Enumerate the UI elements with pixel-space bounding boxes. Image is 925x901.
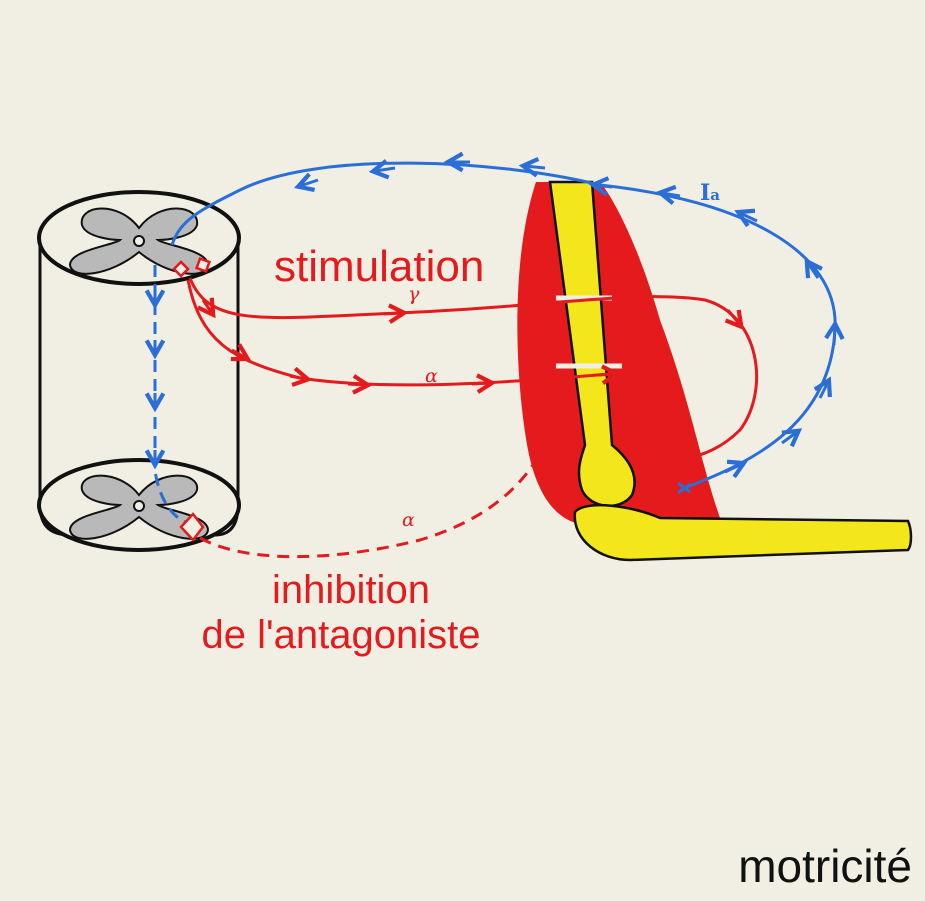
alpha-motoneuron bbox=[194, 256, 212, 274]
ia-label-main: I bbox=[700, 180, 710, 206]
alpha-upper-label: α bbox=[425, 365, 438, 387]
motor-efferents bbox=[172, 256, 759, 559]
footer-title: motricité bbox=[738, 840, 912, 892]
alpha-arrow-2 bbox=[289, 376, 306, 379]
alpha-arrow-4 bbox=[471, 383, 490, 384]
alpha-arrow-3 bbox=[347, 384, 366, 385]
antagonist-motoneuron bbox=[179, 512, 205, 542]
ia-label: Ia bbox=[700, 180, 720, 206]
ia-label-sub: a bbox=[710, 186, 720, 204]
forearm-bone bbox=[573, 503, 913, 562]
ia-afferent-arrow-6 bbox=[740, 213, 758, 221]
gamma-label: γ bbox=[408, 283, 420, 305]
ia-spindle-ending bbox=[677, 481, 691, 495]
gamma-motor-fiber bbox=[188, 277, 759, 460]
interneuron-descending-fiber bbox=[153, 265, 186, 524]
gamma-arrow-2 bbox=[383, 313, 402, 314]
ia-afferent-arrow-3 bbox=[820, 382, 828, 399]
lower-central-canal bbox=[133, 500, 145, 512]
ia-afferent-arrow-5 bbox=[808, 263, 818, 279]
ia-afferent-arrow-12 bbox=[300, 180, 319, 186]
ia-afferent-pathway bbox=[153, 161, 837, 524]
gamma-arrow-3 bbox=[728, 309, 740, 325]
antagonist-alpha-fiber bbox=[199, 461, 537, 559]
ia-afferent-arrow-1 bbox=[724, 464, 742, 472]
gamma-arrow-1 bbox=[203, 300, 212, 313]
ia-afferent-arrow-2 bbox=[781, 432, 797, 443]
alpha-arrow-1 bbox=[232, 350, 246, 358]
stimulation-label: stimulation bbox=[274, 242, 484, 291]
alpha-motor-fiber bbox=[186, 279, 611, 387]
ia-afferent-arrow-11 bbox=[375, 168, 396, 171]
alpha-arrow-5 bbox=[597, 374, 615, 375]
upper-central-canal bbox=[133, 235, 145, 247]
inhibition-label-line1: inhibition bbox=[272, 568, 430, 612]
ia-afferent-arrow-7 bbox=[662, 193, 681, 196]
ia-afferent-arrow-4 bbox=[834, 326, 835, 346]
gamma-motoneuron bbox=[172, 260, 190, 278]
ia-afferent-arrow-9 bbox=[525, 166, 546, 168]
spinal-cord bbox=[37, 190, 241, 552]
arm bbox=[517, 180, 913, 562]
ia-afferent-arrow-8 bbox=[595, 185, 613, 187]
alpha-lower-label: α bbox=[402, 509, 415, 531]
ia-afferent-fiber bbox=[170, 161, 837, 490]
inhibition-label-line2: de l'antagoniste bbox=[202, 613, 481, 657]
